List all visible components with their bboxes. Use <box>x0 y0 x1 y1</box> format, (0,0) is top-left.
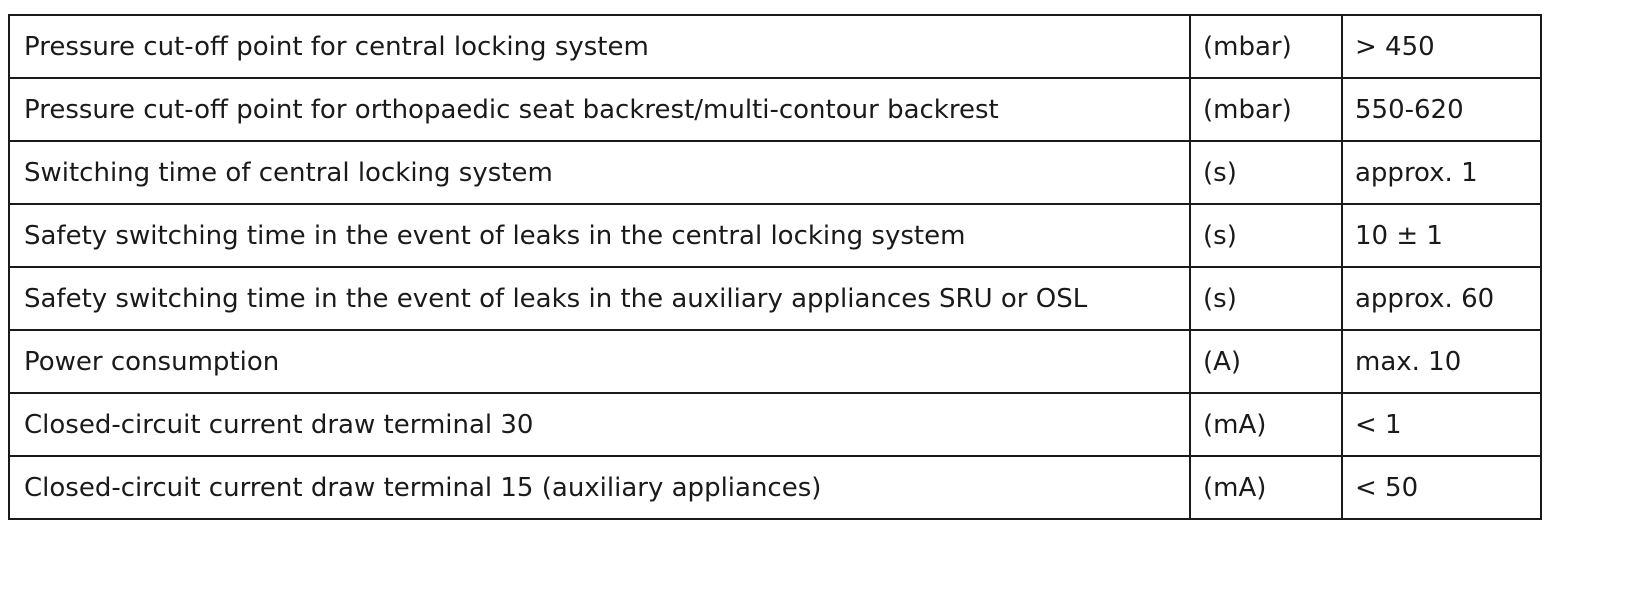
table-row: Safety switching time in the event of le… <box>8 266 1542 331</box>
table-row: Pressure cut-off point for central locki… <box>8 14 1542 79</box>
parameter-cell: Safety switching time in the event of le… <box>8 203 1191 268</box>
specification-table: Pressure cut-off point for central locki… <box>8 14 1542 520</box>
parameter-cell: Closed-circuit current draw terminal 15 … <box>8 455 1191 520</box>
value-cell: approx. 1 <box>1341 140 1542 205</box>
unit-cell: (mA) <box>1189 455 1343 520</box>
unit-cell: (s) <box>1189 266 1343 331</box>
table-row: Safety switching time in the event of le… <box>8 203 1542 268</box>
parameter-cell: Closed-circuit current draw terminal 30 <box>8 392 1191 457</box>
unit-cell: (mA) <box>1189 392 1343 457</box>
table-row: Closed-circuit current draw terminal 15 … <box>8 455 1542 520</box>
unit-cell: (mbar) <box>1189 77 1343 142</box>
parameter-cell: Switching time of central locking system <box>8 140 1191 205</box>
parameter-cell: Safety switching time in the event of le… <box>8 266 1191 331</box>
unit-cell: (s) <box>1189 203 1343 268</box>
table-row: Switching time of central locking system… <box>8 140 1542 205</box>
unit-cell: (mbar) <box>1189 14 1343 79</box>
parameter-cell: Power consumption <box>8 329 1191 394</box>
table-row: Pressure cut-off point for orthopaedic s… <box>8 77 1542 142</box>
value-cell: < 1 <box>1341 392 1542 457</box>
parameter-cell: Pressure cut-off point for central locki… <box>8 14 1191 79</box>
table-row: Power consumption (A) max. 10 <box>8 329 1542 394</box>
unit-cell: (A) <box>1189 329 1343 394</box>
value-cell: approx. 60 <box>1341 266 1542 331</box>
unit-cell: (s) <box>1189 140 1343 205</box>
value-cell: 10 ± 1 <box>1341 203 1542 268</box>
table-row: Closed-circuit current draw terminal 30 … <box>8 392 1542 457</box>
value-cell: max. 10 <box>1341 329 1542 394</box>
value-cell: 550-620 <box>1341 77 1542 142</box>
value-cell: < 50 <box>1341 455 1542 520</box>
parameter-cell: Pressure cut-off point for orthopaedic s… <box>8 77 1191 142</box>
value-cell: > 450 <box>1341 14 1542 79</box>
